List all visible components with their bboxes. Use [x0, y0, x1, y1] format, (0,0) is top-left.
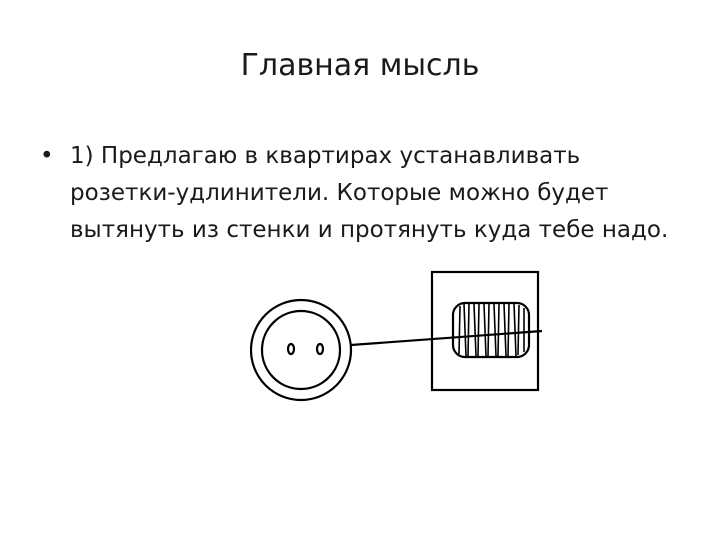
bullet-text: 1) Предлагаю в квартирах устанавливать р… [70, 143, 669, 243]
extension-cord [350, 329, 543, 347]
socket-hole-left [286, 342, 296, 356]
socket-outer-ring [250, 298, 353, 402]
cable-reel [451, 301, 531, 359]
socket-inner-ring [260, 309, 342, 391]
socket-extender-illustration [250, 270, 543, 402]
socket-hole-right [315, 342, 325, 356]
bullet-list: • 1) Предлагаю в квартирах устанавливать… [40, 138, 680, 249]
bullet-item: • 1) Предлагаю в квартирах устанавливать… [40, 138, 680, 249]
reel-coil-lines [458, 303, 525, 357]
wall-box [430, 270, 540, 392]
slide-title: Главная мысль [240, 48, 480, 83]
bullet-marker: • [40, 143, 54, 169]
